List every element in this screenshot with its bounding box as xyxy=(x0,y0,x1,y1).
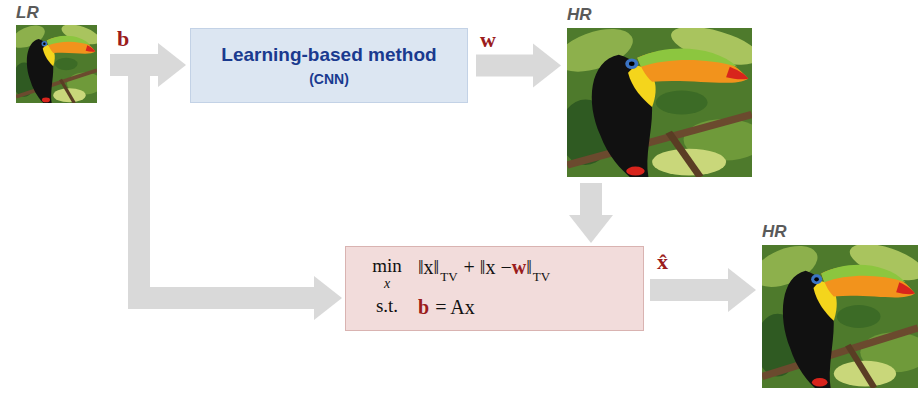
signal-label: w xyxy=(480,28,496,52)
arrow-band xyxy=(650,279,728,301)
arrow-head xyxy=(314,276,342,320)
formula-text: x xyxy=(384,277,390,291)
signal-label: b xyxy=(117,27,129,51)
formula-text: + ‖x − xyxy=(464,255,512,279)
formula-part: minx xyxy=(356,255,418,291)
formula-part: b= Ax xyxy=(418,295,475,319)
formula-text: ‖x‖ xyxy=(418,255,439,279)
block-arrow xyxy=(110,65,342,320)
hr-photo xyxy=(567,28,752,177)
method-box: Learning-based method (CNN) xyxy=(190,28,468,103)
formula-text: w xyxy=(512,255,526,279)
image-heading: HR xyxy=(567,5,592,25)
block-arrow xyxy=(650,268,756,312)
signal-label: x̂ xyxy=(657,250,668,274)
image-heading: LR xyxy=(16,3,39,23)
lr-photo xyxy=(16,25,97,103)
formula-text: b xyxy=(418,295,429,319)
image-heading: HR xyxy=(762,222,787,242)
toucan-photo xyxy=(762,245,918,388)
formula-text: TV xyxy=(440,270,457,284)
hr-output-photo xyxy=(762,245,918,388)
hr-image: HR xyxy=(567,5,752,177)
arrow-head xyxy=(158,43,186,87)
formula-text: ‖ xyxy=(526,255,532,279)
arrow-band xyxy=(476,55,533,77)
lr-image: LR xyxy=(16,3,97,103)
formula-text: = Ax xyxy=(435,295,475,319)
formula-line: minx‖x‖TV+ ‖x −w‖TV xyxy=(356,255,633,291)
box-label: Learning-based method xyxy=(221,43,436,66)
toucan-photo xyxy=(16,25,97,103)
formula-line: s.t. b= Ax xyxy=(356,295,633,319)
optimization-box: minx‖x‖TV+ ‖x −w‖TVs.t.b= Ax xyxy=(345,246,644,331)
arrow-head xyxy=(569,215,613,243)
toucan-photo xyxy=(567,28,752,177)
arrow-band xyxy=(580,183,602,215)
arrow-head xyxy=(728,268,756,312)
hr-output-image: HR xyxy=(762,222,918,388)
formula-text: s.t. xyxy=(376,295,398,317)
arrow-head xyxy=(533,44,561,88)
formula-text: min xyxy=(372,255,402,277)
formula-part: s.t. xyxy=(356,295,418,317)
formula-text: TV xyxy=(533,270,550,284)
box-label: (CNN) xyxy=(309,70,349,88)
formula-part: ‖x‖TV+ ‖x −w‖TV xyxy=(418,255,550,279)
block-arrow xyxy=(569,183,613,243)
